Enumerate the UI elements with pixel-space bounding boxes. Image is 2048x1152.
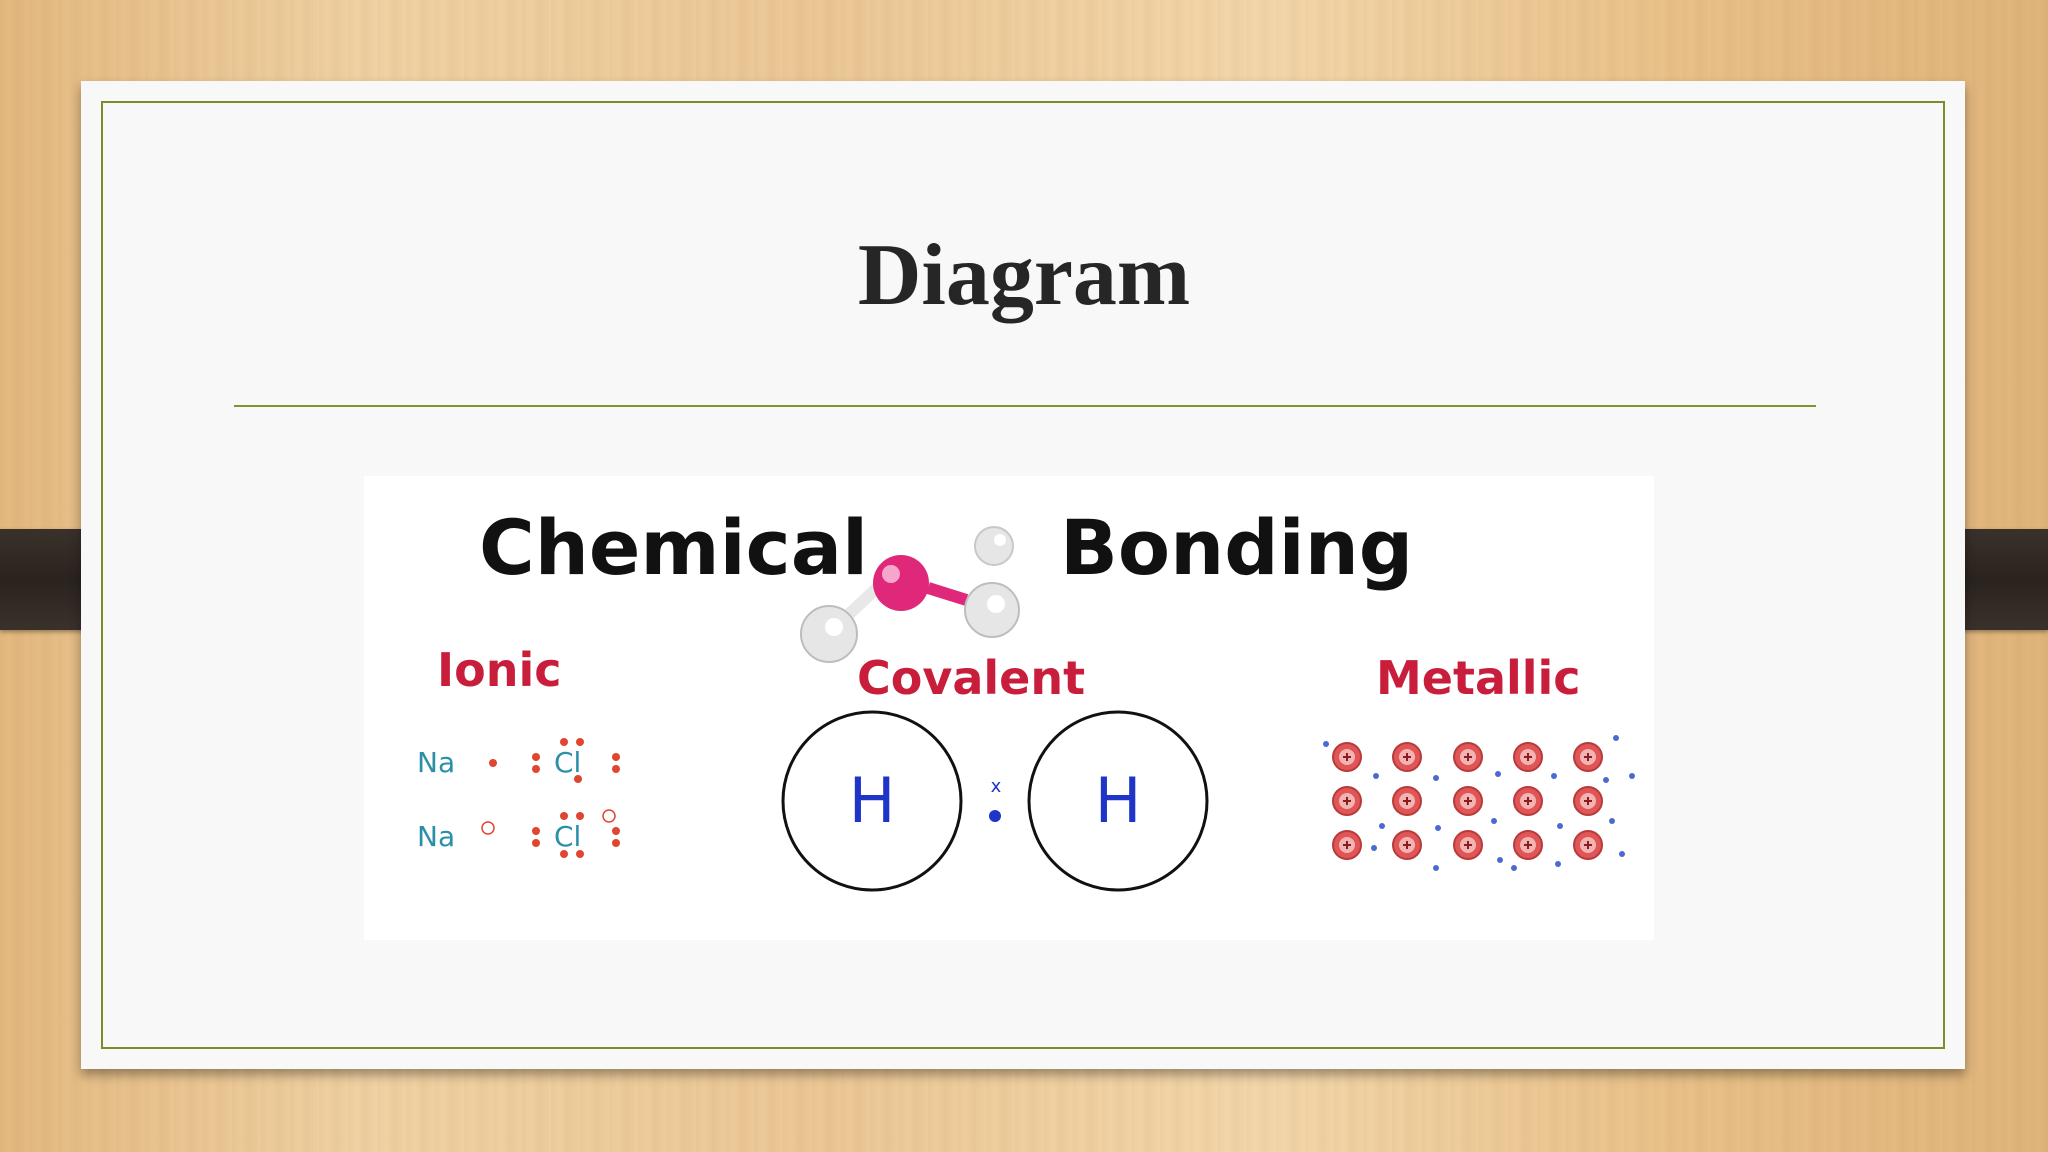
ionic-metal-symbol: Na	[417, 746, 455, 779]
metal-cation-icon	[1573, 786, 1603, 816]
free-electron-dot	[1433, 775, 1439, 781]
free-electron-dot	[1323, 741, 1329, 747]
covalent-hydrogen-molecule: H H x	[781, 710, 1209, 892]
positive-charge-icon	[481, 821, 495, 835]
metal-cation-icon	[1332, 830, 1362, 860]
hydrogen-label-left: H	[849, 764, 896, 837]
metal-cation-icon	[1392, 742, 1422, 772]
metal-cation-icon	[1392, 830, 1422, 860]
metal-cation-icon	[1332, 742, 1362, 772]
metal-cation-icon	[1513, 830, 1543, 860]
free-electron-dot	[1371, 845, 1377, 851]
category-metallic: Metallic	[1376, 651, 1581, 705]
metallic-lattice	[1323, 735, 1635, 871]
metal-cation-icon	[1573, 830, 1603, 860]
ionic-metal-symbol: Na	[417, 820, 455, 853]
free-electron-dot	[1609, 818, 1615, 824]
free-electron-dot	[1619, 851, 1625, 857]
title-divider	[234, 405, 1816, 407]
free-electron-dot	[1495, 771, 1501, 777]
hydrogen-atom-shell-left	[781, 710, 963, 892]
shared-electron-dot	[989, 810, 1001, 822]
shared-electron-x: x	[991, 776, 1002, 797]
free-electron-dot	[1629, 773, 1635, 779]
negative-charge-icon	[602, 809, 616, 823]
category-covalent: Covalent	[857, 651, 1085, 705]
category-ionic: Ionic	[437, 643, 562, 697]
ionic-nonmetal-symbol: Cl	[554, 746, 581, 779]
free-electron-dot	[1497, 857, 1503, 863]
heading-bonding: Bonding	[1060, 503, 1413, 592]
molecule-model-icon	[800, 555, 1020, 663]
chemical-bonding-diagram: Chemical Bonding Ionic Covalent Metallic…	[364, 476, 1654, 940]
slide-frame	[101, 101, 1945, 1049]
free-electron-dot	[1435, 825, 1441, 831]
hydrogen-label-right: H	[1095, 764, 1142, 837]
metal-cation-icon	[1392, 786, 1422, 816]
bonding-illustration: Chemical Bonding Ionic Covalent Metallic…	[417, 503, 1635, 892]
ionic-row-2: Na Cl	[417, 809, 620, 858]
metal-cation-icon	[1513, 786, 1543, 816]
free-electron-dot	[1491, 818, 1497, 824]
free-electron-dot	[1613, 735, 1619, 741]
metal-cation-icon	[1453, 786, 1483, 816]
metal-cation-icon	[1332, 786, 1362, 816]
metal-cation-icon	[1513, 742, 1543, 772]
free-electron-dot	[1557, 823, 1563, 829]
free-electron-dot	[1551, 773, 1557, 779]
slide-title: Diagram	[857, 227, 1191, 324]
ionic-nonmetal-symbol: Cl	[554, 820, 581, 853]
metal-cation-icon	[1453, 742, 1483, 772]
free-electron-dot	[1555, 861, 1561, 867]
sphere-highlight	[994, 534, 1006, 546]
ionic-row-1: Na Cl	[417, 738, 620, 783]
free-electron-dot	[1511, 865, 1517, 871]
free-electron-dot	[1603, 777, 1609, 783]
free-electron-dot	[1379, 823, 1385, 829]
metal-cation-icon	[1453, 830, 1483, 860]
heading-chemical: Chemical	[479, 503, 868, 592]
metal-cation-icon	[1573, 742, 1603, 772]
free-electron-dot	[1433, 865, 1439, 871]
top-hydrogen-sphere-icon	[974, 526, 1014, 566]
free-electron-dot	[1373, 773, 1379, 779]
hydrogen-atom-shell-right	[1027, 710, 1209, 892]
